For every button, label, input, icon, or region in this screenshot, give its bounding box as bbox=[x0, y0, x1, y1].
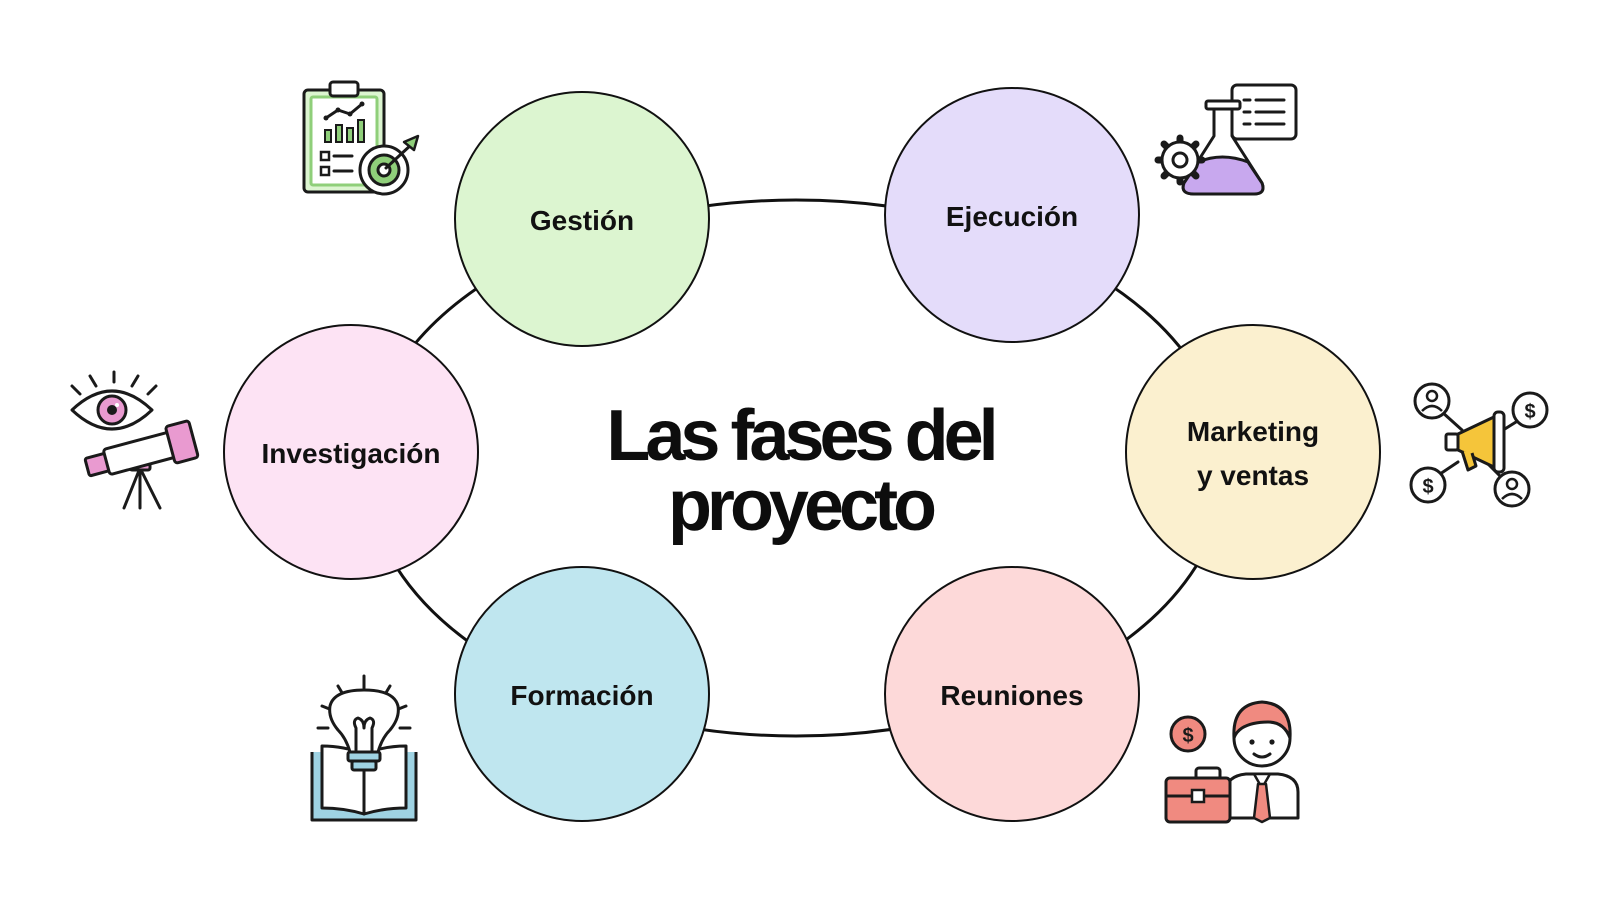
phase-gestion: Gestión bbox=[454, 91, 710, 347]
title-line2: proyecto bbox=[668, 466, 935, 546]
phase-ejecucion: Ejecución bbox=[884, 87, 1140, 343]
phase-investigacion-label: Investigación bbox=[262, 438, 441, 469]
eye-telescope-icon bbox=[70, 370, 200, 510]
businessman-briefcase-icon: $ bbox=[1164, 700, 1300, 824]
clipboard-chart-target-icon bbox=[302, 80, 420, 196]
phase-reuniones: Reuniones bbox=[884, 566, 1140, 822]
flask-gear-icon bbox=[1154, 83, 1298, 196]
lightbulb-book-icon bbox=[310, 674, 418, 822]
dollar-sign-text: $ bbox=[1182, 725, 1193, 747]
phase-formacion-label: Formación bbox=[510, 680, 653, 711]
phase-ejecucion-label: Ejecución bbox=[946, 201, 1078, 232]
phase-marketing-circle bbox=[1125, 324, 1381, 580]
dollar-sign-text: $ bbox=[1422, 476, 1433, 498]
phase-marketing-label-line1: Marketing bbox=[1187, 416, 1319, 447]
phase-marketing: Marketing y ventas bbox=[1125, 324, 1381, 580]
phase-investigacion-circle bbox=[223, 324, 479, 580]
phase-investigacion: Investigación bbox=[223, 324, 479, 580]
phase-formacion-circle bbox=[454, 566, 710, 822]
phase-formacion: Formación bbox=[454, 566, 710, 822]
megaphone-network-icon: $ $ bbox=[1409, 382, 1549, 508]
phase-ejecucion-circle bbox=[884, 87, 1140, 343]
title-line1: Las fases del bbox=[606, 396, 993, 476]
phase-reuniones-circle bbox=[884, 566, 1140, 822]
dollar-sign-text: $ bbox=[1524, 401, 1535, 423]
phase-gestion-label: Gestión bbox=[530, 205, 634, 236]
phase-gestion-circle bbox=[454, 91, 710, 347]
phase-reuniones-label: Reuniones bbox=[940, 680, 1083, 711]
phase-marketing-label-line2: y ventas bbox=[1197, 460, 1309, 491]
